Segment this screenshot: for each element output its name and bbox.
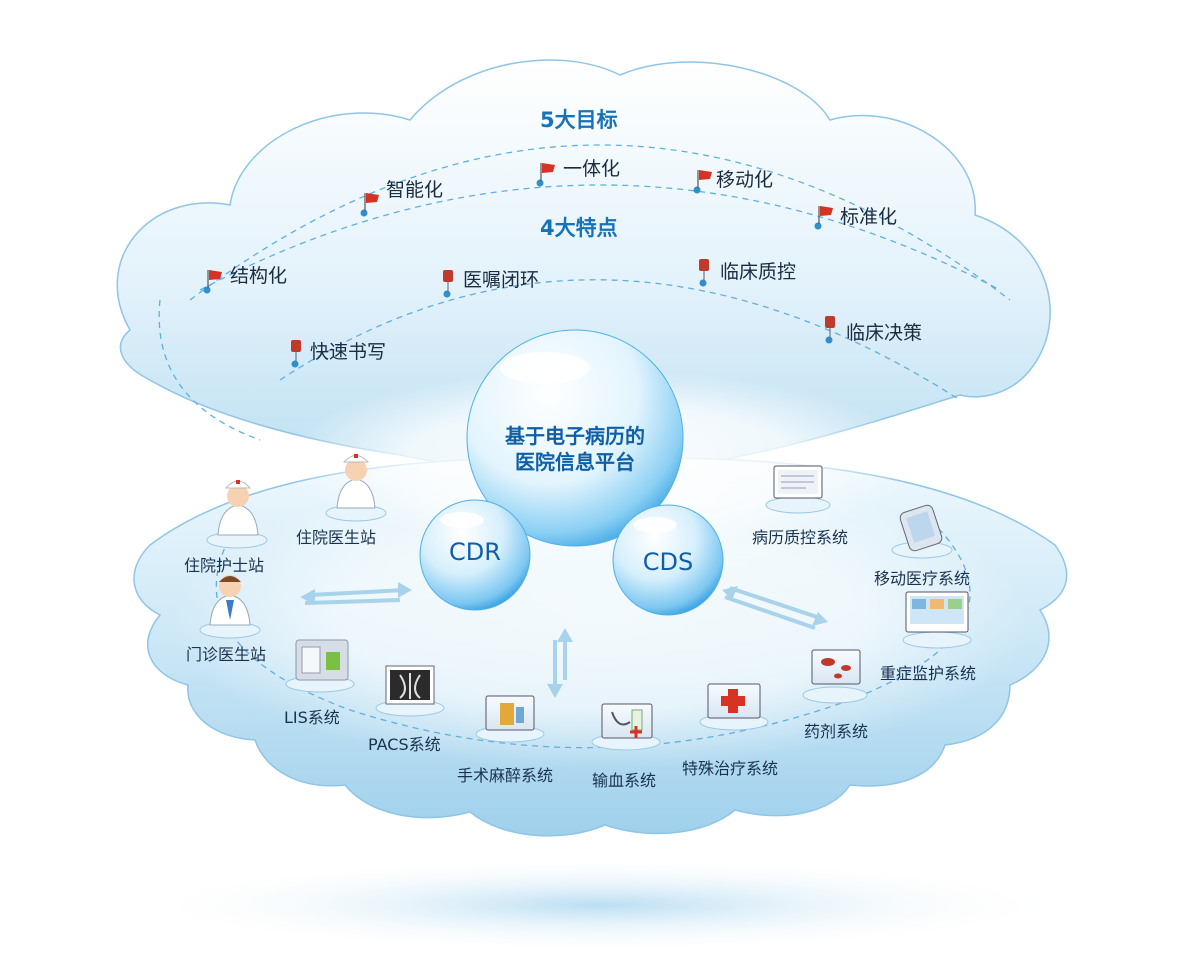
blood-label: 输血系统 (592, 771, 657, 790)
pharmacy-label: 药剂系统 (804, 722, 869, 741)
goal-integrated: 一体化 (563, 158, 621, 180)
cds-label: CDS (642, 548, 694, 576)
icu-monitor-icon (905, 591, 969, 633)
center-flow-arrows (547, 628, 573, 698)
goal-intelligent: 智能化 (386, 179, 444, 201)
cdr-label: CDR (449, 538, 501, 566)
cds-bubble (612, 504, 724, 616)
flag-icon (360, 193, 379, 217)
cds-bubble-highlight (633, 517, 677, 533)
right-flow-arrows (722, 586, 828, 630)
flag-icon (536, 163, 555, 187)
blood-transfusion-icon (601, 703, 653, 739)
flag-icon (814, 206, 833, 230)
pin-icon (291, 340, 301, 368)
goals-arc-outer (189, 144, 1011, 301)
icu-label: 重症监护系统 (880, 664, 977, 683)
outpatient-doctor-icon (209, 575, 251, 626)
goals-arc (199, 184, 1001, 291)
feature-clinical-qc: 临床质控 (720, 261, 797, 283)
cdr-bubble (419, 499, 531, 611)
pedestal (802, 686, 868, 704)
features-arc (279, 279, 961, 401)
pedestal (902, 631, 972, 649)
special-treatment-label: 特殊治疗系统 (682, 759, 779, 778)
feature-order-loop: 医嘱闭环 (463, 269, 540, 291)
laptop-icon (773, 465, 823, 499)
lis-label: LIS系统 (284, 708, 340, 727)
outpatient-station-label: 门诊医生站 (186, 645, 267, 664)
platform-title-line2: 医院信息平台 (515, 450, 635, 474)
platform-bubble-highlight (500, 352, 590, 384)
pedestal (765, 496, 831, 514)
platform-bubble (466, 329, 684, 547)
pacs-xray-icon (385, 665, 435, 705)
mobile-device-icon (899, 504, 943, 552)
feature-fast-writing: 快速书写 (310, 341, 387, 363)
lis-analyzer-icon (295, 639, 349, 681)
pin-icon (443, 270, 453, 298)
goal-structured: 结构化 (230, 265, 288, 287)
nurse-station-label: 住院护士站 (184, 556, 265, 575)
ground-shadow (130, 857, 1070, 953)
pharmacy-monitor-icon (811, 649, 861, 685)
medical-cross-monitor-icon (707, 683, 761, 719)
flag-icon (203, 270, 222, 294)
anesthesia-monitor-icon (485, 695, 535, 731)
mobile-label: 移动医疗系统 (874, 569, 971, 588)
features-heading: 4大特点 (540, 216, 618, 240)
feature-clinical-decision: 临床决策 (846, 322, 923, 344)
pin-icon (699, 259, 709, 287)
anesthesia-label: 手术麻醉系统 (457, 766, 554, 785)
doctor-station-label: 住院医生站 (296, 528, 377, 547)
goals-heading: 5大目标 (540, 108, 618, 132)
cdr-bubble-highlight (440, 512, 484, 528)
goal-mobile: 移动化 (716, 169, 774, 191)
goal-standardized: 标准化 (840, 206, 898, 228)
pin-icon (825, 316, 835, 344)
inpatient-doctor-icon (336, 454, 376, 509)
platform-title-line1: 基于电子病历的 (505, 424, 645, 448)
pacs-label: PACS系统 (368, 735, 441, 754)
features-arc-inner (158, 299, 261, 441)
flag-icon (693, 170, 712, 194)
left-flow-arrows (300, 582, 412, 605)
emr-qc-label: 病历质控系统 (752, 528, 849, 547)
nurse-avatar-icon (217, 480, 259, 536)
